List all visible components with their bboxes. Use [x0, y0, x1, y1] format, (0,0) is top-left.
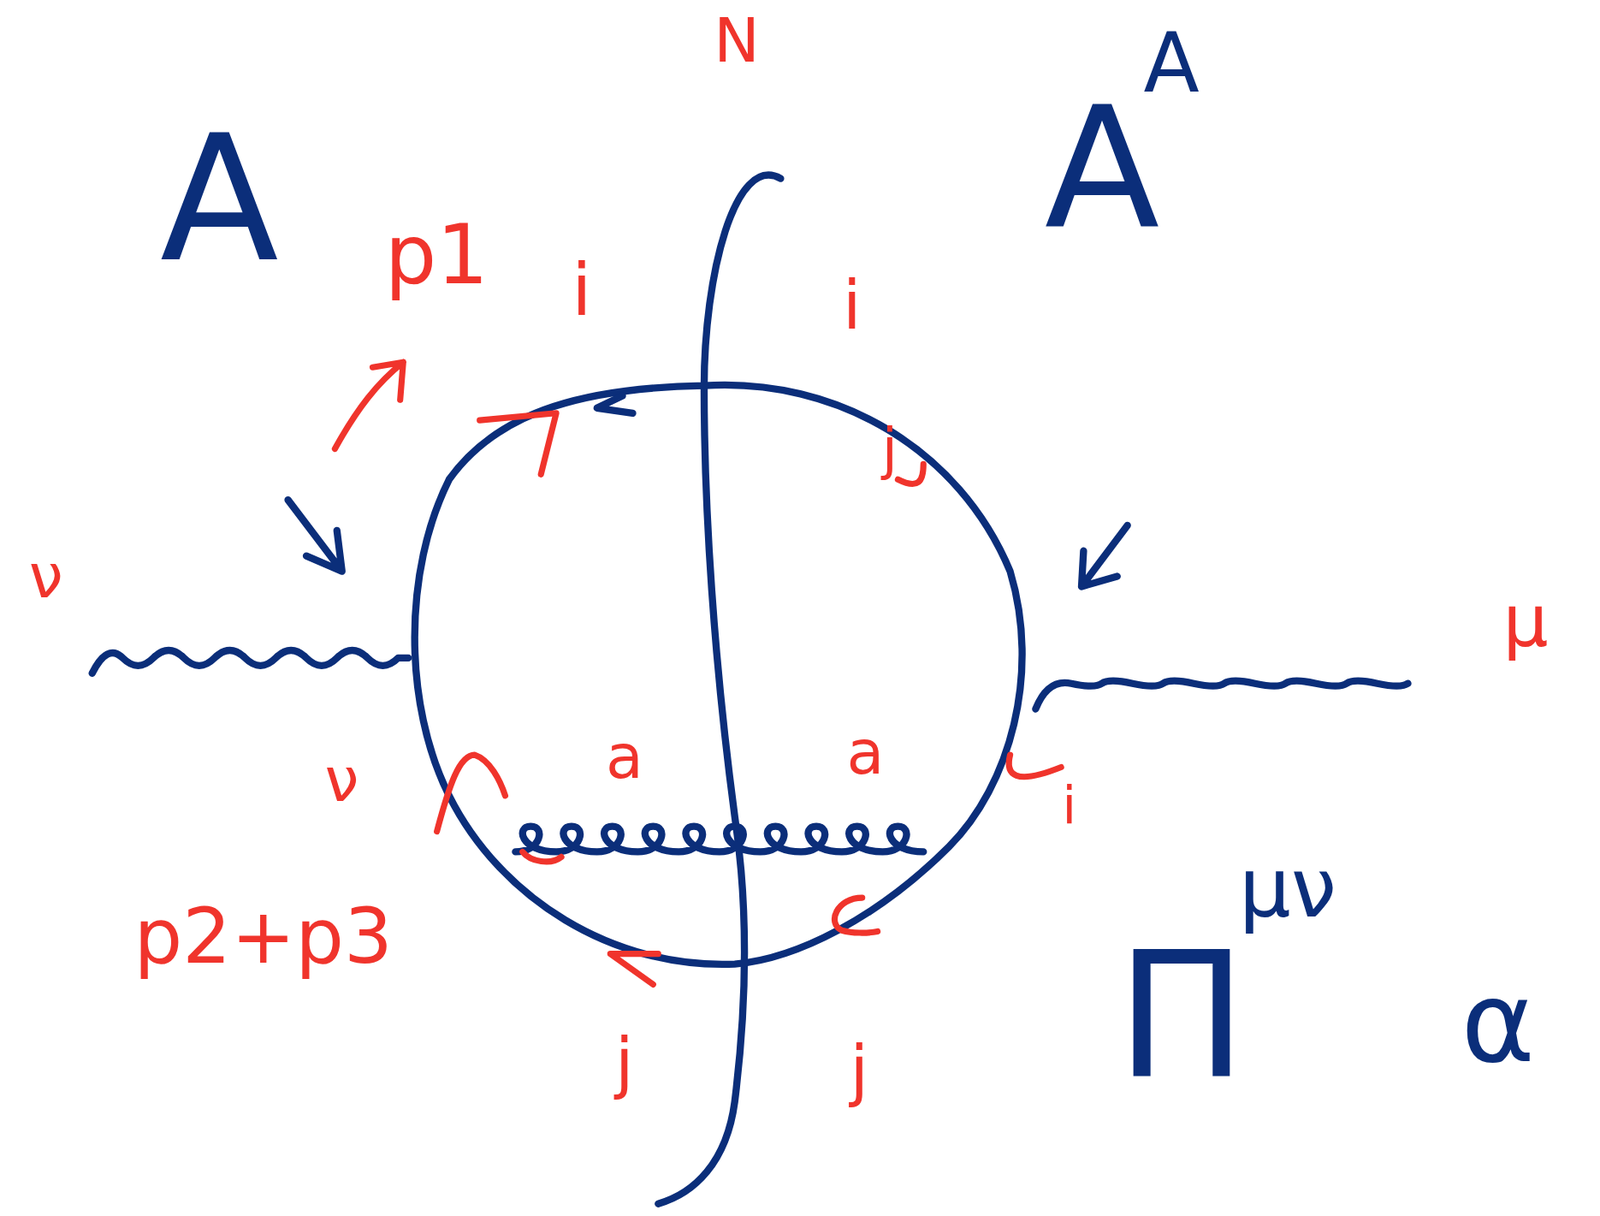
arrow-mark: [437, 754, 506, 831]
label: j: [849, 1037, 869, 1105]
arrow-mark: [897, 463, 924, 484]
label: i: [842, 272, 862, 340]
arrow-mark: [834, 897, 878, 933]
label: j: [882, 420, 898, 478]
arrow-mark: [480, 413, 557, 475]
label: A: [1044, 83, 1161, 253]
arrow-mark: [597, 396, 634, 414]
label: ν: [325, 750, 360, 812]
label: p1: [385, 213, 489, 296]
label: a: [846, 722, 884, 784]
arrow-mark: [1008, 754, 1061, 777]
arrow-mark: [610, 954, 658, 985]
label: ν: [29, 545, 64, 608]
label: A: [160, 112, 279, 286]
label: a: [605, 726, 644, 789]
cut-line: [657, 175, 781, 1204]
label: A: [1143, 22, 1199, 104]
label: i: [1062, 780, 1078, 832]
label: μ: [1502, 586, 1548, 658]
arrow-mark: [522, 851, 562, 861]
label: Π: [1116, 928, 1247, 1103]
momentum-arrow: [1081, 525, 1128, 587]
momentum-arrow: [288, 499, 343, 571]
momentum-arrow: [334, 361, 403, 449]
label: i: [571, 254, 592, 326]
label: p2+p3: [134, 898, 393, 975]
label: N: [713, 10, 760, 72]
photon-line: [1035, 681, 1408, 710]
gluon-line: [515, 826, 924, 853]
label: j: [615, 1030, 635, 1097]
photon-line: [92, 650, 409, 674]
label: μν: [1238, 847, 1337, 929]
label: α: [1461, 965, 1535, 1079]
